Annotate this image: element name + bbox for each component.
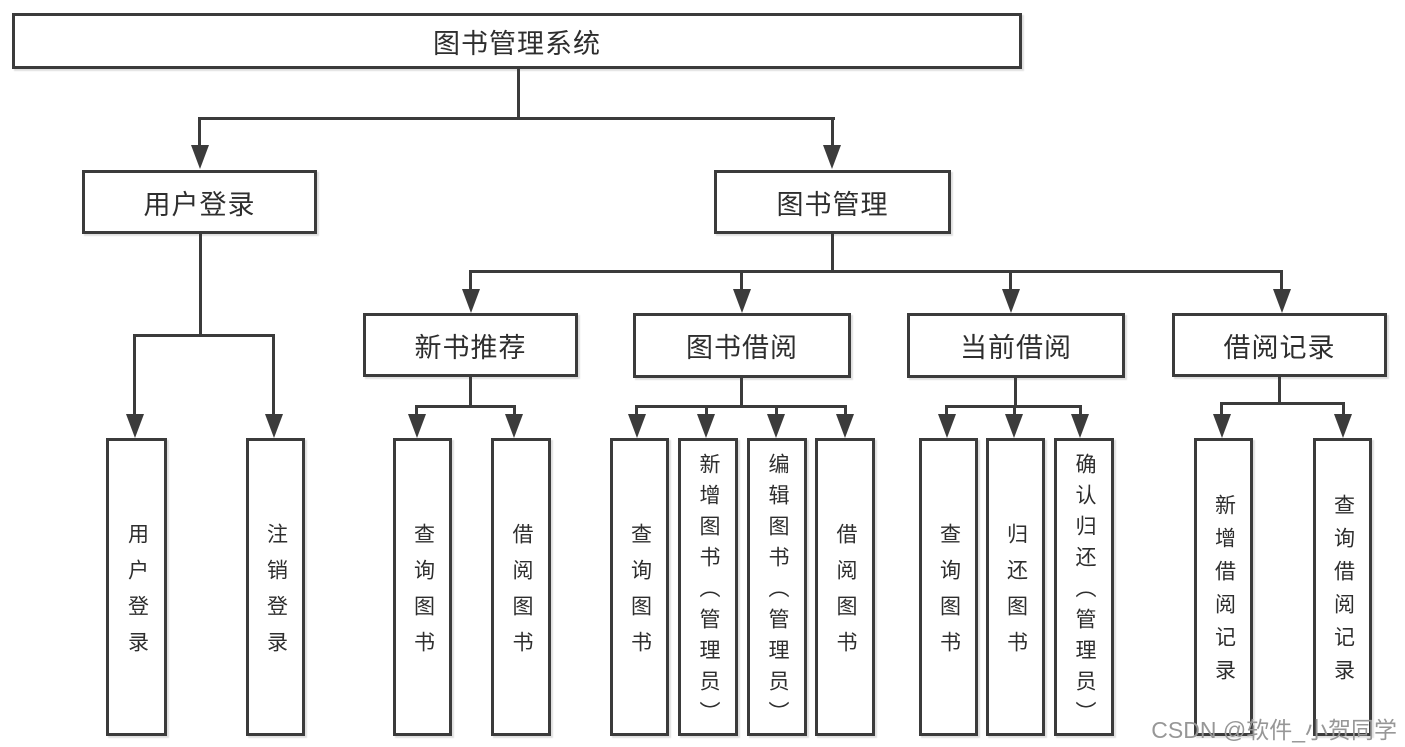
arrowhead-down-icon (265, 414, 283, 438)
arrowhead-down-icon (1071, 414, 1089, 438)
connector-line (415, 405, 418, 417)
leaf-label: 查询借阅记录 (1331, 494, 1355, 692)
node-label: 图书管理系统 (433, 28, 601, 59)
connector-line (1220, 402, 1345, 405)
arrowhead-down-icon (767, 414, 785, 438)
leaf-add-books-admin: 新增图书（管理员） (678, 438, 738, 736)
arrowhead-down-icon (191, 145, 209, 169)
node-book-management: 图书管理 (714, 170, 951, 234)
leaf-confirm-return-admin: 确认归还（管理员） (1054, 438, 1114, 736)
arrowhead-down-icon (1005, 414, 1023, 438)
arrowhead-down-icon (836, 414, 854, 438)
arrowhead-down-icon (1213, 414, 1231, 438)
node-user-login: 用户登录 (82, 170, 317, 234)
arrowhead-down-icon (1002, 289, 1020, 313)
arrowhead-down-icon (697, 414, 715, 438)
arrowhead-down-icon (505, 414, 523, 438)
leaf-return-books: 归还图书 (986, 438, 1045, 736)
leaf-logout-login: 注销登录 (246, 438, 305, 736)
arrowhead-down-icon (126, 414, 144, 438)
connector-line (1278, 377, 1281, 405)
node-current-borrowing: 当前借阅 (907, 313, 1125, 378)
connector-line (1014, 378, 1017, 408)
connector-line (199, 234, 202, 337)
node-library-management-system: 图书管理系统 (12, 13, 1022, 69)
leaf-label: 查询图书 (411, 522, 435, 667)
connector-line (844, 405, 847, 417)
leaf-query-borrow-record: 查询借阅记录 (1313, 438, 1372, 736)
node-borrowing-records: 借阅记录 (1172, 313, 1387, 377)
leaf-label: 归还图书 (1004, 522, 1028, 667)
leaf-label: 借阅图书 (510, 522, 533, 667)
connector-line (517, 68, 520, 120)
connector-line (1013, 405, 1016, 417)
connector-line (469, 270, 1283, 273)
leaf-label: 新增图书（管理员） (697, 452, 720, 732)
connector-line (775, 405, 778, 417)
connector-line (513, 405, 516, 417)
arrowhead-down-icon (938, 414, 956, 438)
arrowhead-down-icon (408, 414, 426, 438)
leaf-user-login: 用户登录 (106, 438, 167, 736)
node-label: 借阅记录 (1223, 332, 1336, 363)
leaf-edit-books-admin: 编辑图书（管理员） (747, 438, 807, 736)
leaf-label: 编辑图书（管理员） (766, 452, 789, 732)
leaf-borrow-books-borrowing: 借阅图书 (815, 438, 875, 736)
leaf-add-borrow-record: 新增借阅记录 (1194, 438, 1253, 736)
connector-line (469, 270, 472, 293)
node-book-borrowing: 图书借阅 (633, 313, 851, 378)
leaf-query-books-current: 查询图书 (919, 438, 978, 736)
connector-line (415, 405, 516, 408)
leaf-label: 新增借阅记录 (1212, 494, 1236, 692)
leaf-borrow-books-recommend: 借阅图书 (491, 438, 551, 736)
leaf-query-books-borrowing: 查询图书 (610, 438, 669, 736)
connector-line (469, 377, 472, 408)
connector-line (945, 405, 948, 417)
arrowhead-down-icon (823, 145, 841, 169)
connector-line (1079, 405, 1082, 417)
leaf-label: 注销登录 (264, 522, 288, 667)
node-label: 新书推荐 (414, 332, 527, 363)
connector-line (1342, 402, 1345, 417)
node-new-book-recommendation: 新书推荐 (363, 313, 578, 377)
leaf-query-books-recommend: 查询图书 (393, 438, 452, 736)
connector-line (705, 405, 708, 417)
connector-line (133, 334, 275, 337)
connector-line (198, 117, 201, 148)
connector-line (740, 270, 743, 293)
leaf-label: 查询图书 (628, 522, 652, 667)
node-label: 用户登录 (143, 189, 256, 220)
leaf-label: 用户登录 (125, 522, 149, 667)
connector-line (1220, 402, 1223, 417)
connector-line (133, 334, 136, 417)
connector-line (831, 117, 834, 148)
arrowhead-down-icon (733, 289, 751, 313)
leaf-label: 借阅图书 (834, 522, 857, 667)
watermark-text: CSDN @软件_小贺同学 (1151, 717, 1397, 743)
connector-line (1009, 270, 1012, 293)
node-label: 图书借阅 (686, 333, 798, 363)
arrowhead-down-icon (462, 289, 480, 313)
connector-line (272, 334, 275, 417)
connector-line (635, 405, 638, 417)
arrowhead-down-icon (1273, 289, 1291, 313)
node-label: 图书管理 (776, 189, 889, 220)
connector-line (1280, 270, 1283, 293)
arrowhead-down-icon (1334, 414, 1352, 438)
leaf-label: 查询图书 (937, 522, 961, 667)
connector-line (740, 378, 743, 408)
connector-line (198, 117, 835, 120)
node-label: 当前借阅 (960, 333, 1072, 363)
connector-line (831, 234, 834, 273)
leaf-label: 确认归还（管理员） (1073, 452, 1096, 732)
connector-line (635, 405, 847, 408)
arrowhead-down-icon (628, 414, 646, 438)
